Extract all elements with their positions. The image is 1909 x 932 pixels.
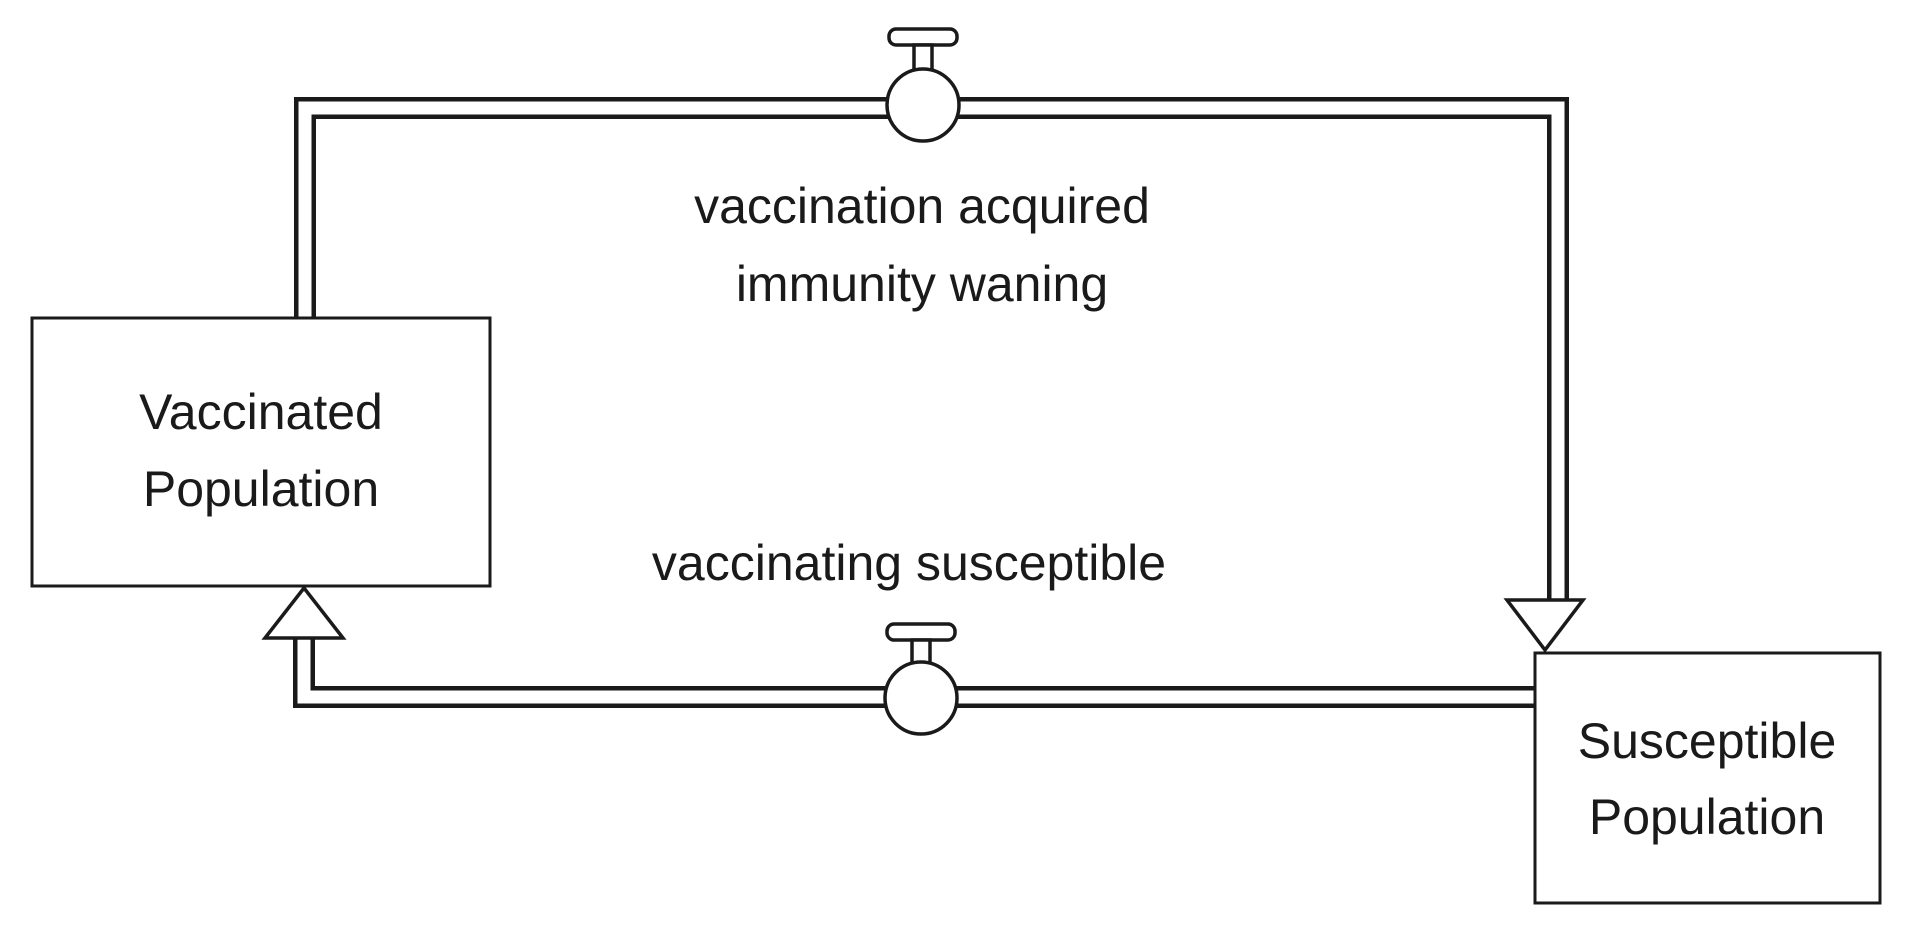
stock-vaccinated-label-line2: Population xyxy=(143,461,379,517)
flow-pipe-vaccinating xyxy=(293,632,1535,708)
valve-icon xyxy=(883,622,959,736)
arrowhead-icon xyxy=(261,585,347,640)
stock-susceptible-label-line2: Population xyxy=(1589,789,1825,845)
stock-vaccinated-population: Vaccinated Population xyxy=(30,316,492,588)
stock-susceptible-label-line1: Susceptible xyxy=(1578,713,1837,769)
flow-vaccinating-label: vaccinating susceptible xyxy=(652,535,1166,591)
valve-icon xyxy=(885,27,961,143)
flow-waning-label-line1: vaccination acquired xyxy=(694,178,1150,234)
stock-vaccinated-label-line1: Vaccinated xyxy=(139,384,383,440)
flow-waning-label-line2: immunity waning xyxy=(736,256,1108,312)
flow-label-waning: vaccination acquired immunity waning xyxy=(694,178,1150,312)
stock-susceptible-population: Susceptible Population xyxy=(1533,651,1882,905)
arrowhead-icon xyxy=(1503,598,1587,653)
